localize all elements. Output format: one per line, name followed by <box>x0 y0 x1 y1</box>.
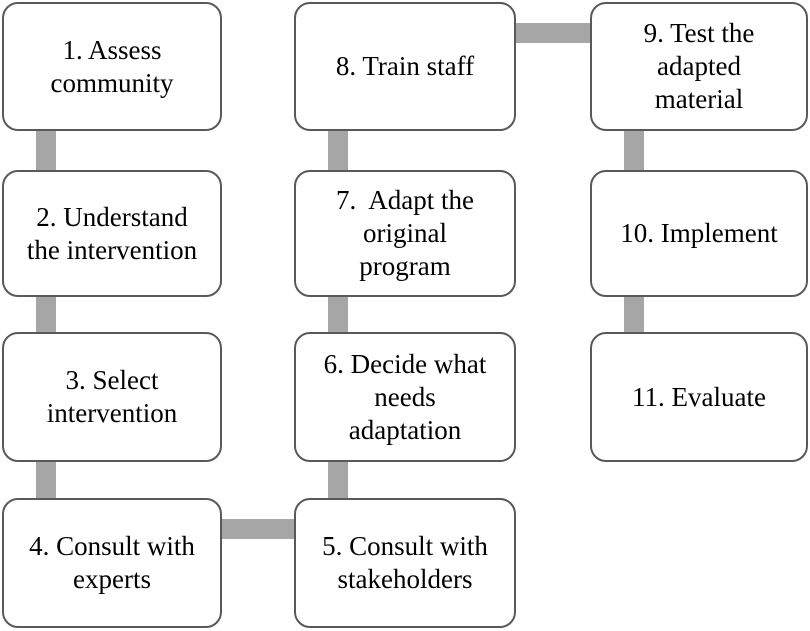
connector-6-7 <box>328 291 348 338</box>
connector-8-9 <box>510 23 596 43</box>
flow-box-label: 8. Train staff <box>335 51 475 81</box>
connector-5-6 <box>328 456 348 504</box>
flow-box-8: 8. Train staff <box>294 2 516 131</box>
connector-2-3 <box>36 291 56 338</box>
connector-4-5 <box>216 519 300 539</box>
connector-9-10 <box>624 125 644 176</box>
connector-3-4 <box>36 456 56 504</box>
flow-box-11: 11. Evaluate <box>590 332 808 462</box>
connector-7-8 <box>328 125 348 176</box>
flow-box-label: 11. Evaluate <box>632 381 766 412</box>
connector-10-11 <box>624 291 644 338</box>
flow-box-10: 10. Implement <box>590 170 808 297</box>
connector-1-2 <box>36 125 56 176</box>
flow-box-label: 10. Implement <box>620 218 778 248</box>
